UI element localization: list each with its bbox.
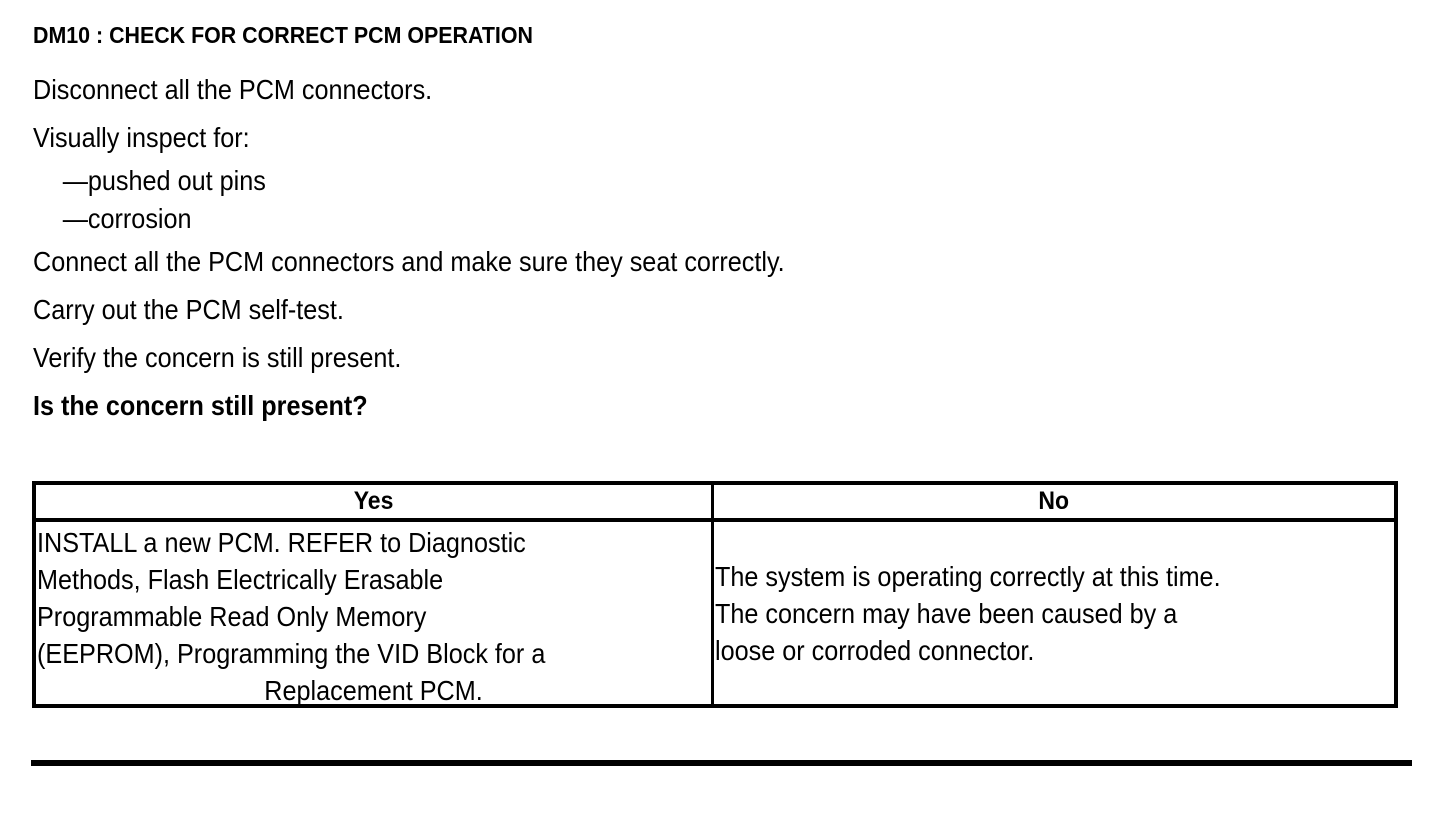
- decision-table-cell-yes: INSTALL a new PCM. REFER to Diagnostic M…: [36, 522, 714, 704]
- procedure-step-5: Verify the concern is still present.: [33, 342, 402, 373]
- inspect-sublist-item-1: —pushed out pins: [62, 165, 266, 196]
- decision-cell-yes-line-3: Programmable Read Only Memory: [37, 601, 427, 632]
- section-divider-rule: [31, 760, 1412, 766]
- decision-table-header-no-label: No: [1038, 487, 1070, 515]
- decision-cell-yes-line-4: (EEPROM), Programming the VID Block for …: [37, 638, 546, 669]
- decision-table-header-yes-label: Yes: [353, 487, 394, 515]
- decision-table: Yes No INSTALL a new PCM. REFER to Diagn…: [32, 481, 1398, 708]
- inspect-sublist-item-2: —corrosion: [62, 203, 192, 234]
- decision-cell-no-line-1: The system is operating correctly at thi…: [715, 560, 1221, 592]
- inspect-sublist: —pushed out pins —corrosion: [33, 162, 1413, 238]
- procedure-step-3: Connect all the PCM connectors and make …: [33, 246, 785, 277]
- decision-table-body-row: INSTALL a new PCM. REFER to Diagnostic M…: [36, 522, 1394, 704]
- decision-table-header-no: No: [714, 485, 1394, 518]
- decision-cell-no-line-3: loose or corroded connector.: [715, 634, 1035, 666]
- decision-table-header-yes: Yes: [36, 485, 714, 518]
- procedure-step-1: Disconnect all the PCM connectors.: [33, 74, 433, 105]
- decision-cell-no-line-2: The concern may have been caused by a: [715, 597, 1178, 629]
- decision-table-cell-no: The system is operating correctly at thi…: [714, 522, 1394, 704]
- procedure-step-4: Carry out the PCM self-test.: [33, 294, 344, 325]
- decision-cell-yes-line-1: INSTALL a new PCM. REFER to Diagnostic: [37, 527, 526, 558]
- page-title: DM10 : CHECK FOR CORRECT PCM OPERATION: [33, 22, 533, 48]
- decision-question: Is the concern still present?: [33, 390, 368, 421]
- procedure-step-list: Disconnect all the PCM connectors. Visua…: [33, 66, 1413, 430]
- decision-table-header-row: Yes No: [36, 485, 1394, 522]
- decision-cell-yes-line-2: Methods, Flash Electrically Erasable: [37, 564, 444, 595]
- decision-cell-yes-line-5: Replacement PCM.: [264, 675, 483, 704]
- procedure-step-2: Visually inspect for:: [33, 122, 250, 153]
